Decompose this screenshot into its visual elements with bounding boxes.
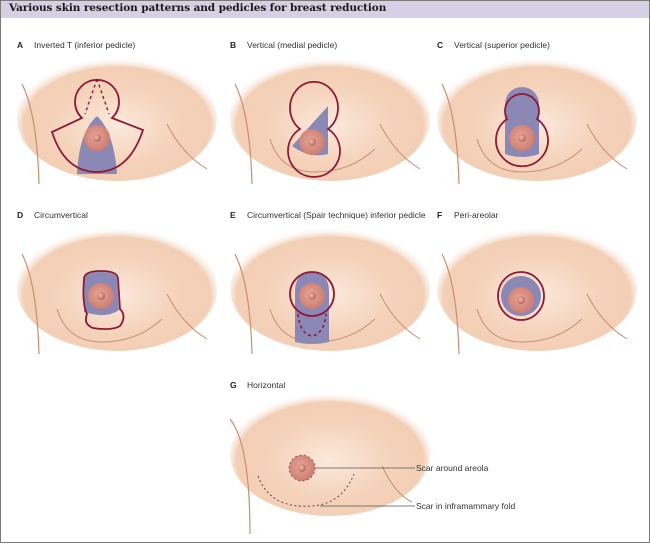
resection-outline	[289, 271, 335, 317]
panel-g: G Horizontal Scar around areola Scar in …	[230, 380, 630, 540]
nipple	[308, 292, 316, 300]
panel-e: E Circumvertical (Spair technique) infer…	[230, 210, 430, 370]
nipple	[517, 296, 525, 304]
fold-sutures	[257, 473, 355, 507]
breast-skin	[230, 57, 430, 181]
panel-a: A Inverted T (inferior pedicle)	[17, 40, 217, 200]
panel-letter: D	[17, 210, 24, 220]
nipple	[298, 464, 306, 472]
fold-contour	[269, 138, 376, 173]
resection-outline	[50, 79, 145, 173]
spair-illustration	[230, 227, 430, 355]
panel-letter: B	[230, 40, 237, 50]
vertical-superior-illustration	[437, 57, 637, 185]
figure-header: Various skin resection patterns and pedi…	[0, 0, 650, 18]
resection-outline	[497, 271, 545, 321]
panel-letter: G	[230, 380, 237, 390]
callout-fold-scar: Scar in inframammary fold	[416, 501, 516, 511]
panel-caption: Horizontal	[247, 380, 286, 390]
chest-contour	[441, 83, 460, 185]
chest-contour	[21, 83, 40, 185]
body-contour	[381, 465, 413, 503]
resection-outline	[82, 270, 125, 331]
nipple	[93, 134, 101, 142]
chest-contour	[230, 418, 251, 535]
chest-contour	[234, 83, 253, 185]
breast-skin	[230, 227, 430, 351]
nipple	[518, 134, 526, 142]
chest-contour	[234, 253, 253, 355]
panel-caption: Inverted T (inferior pedicle)	[34, 40, 136, 50]
body-contour	[379, 123, 421, 170]
panel-letter: C	[437, 40, 444, 50]
panel-d: D Circumvertical	[17, 210, 217, 370]
panel-caption: Vertical (medial pedicle)	[247, 40, 338, 50]
body-contour	[166, 123, 208, 170]
vertical-medial-illustration	[230, 57, 430, 185]
body-contour	[379, 293, 421, 340]
horizontal-illustration	[230, 394, 430, 535]
resection-outline	[495, 93, 549, 168]
panel-letter: F	[437, 210, 443, 220]
fold-contour	[476, 308, 583, 343]
panel-f: F Peri-areolar	[437, 210, 642, 370]
chest-contour	[441, 253, 460, 355]
callout-areola-scar: Scar around areola	[416, 463, 489, 473]
panel-c: C Vertical (superior pedicle)	[437, 40, 642, 200]
circumvertical-illustration	[17, 227, 217, 355]
panel-letter: A	[17, 40, 24, 50]
panel-caption: Vertical (superior pedicle)	[454, 40, 550, 50]
panel-caption: Circumvertical	[34, 210, 88, 220]
body-contour	[586, 123, 628, 170]
resection-outline	[287, 81, 341, 178]
figure-title: Various skin resection patterns and pedi…	[9, 2, 387, 14]
breast-skin	[230, 394, 430, 516]
panel-caption: Circumvertical (Spair technique) inferio…	[247, 210, 426, 220]
body-contour	[586, 293, 628, 340]
panel-letter: E	[230, 210, 236, 220]
body-contour	[166, 293, 208, 340]
chest-contour	[21, 253, 40, 355]
fold-contour	[476, 138, 583, 173]
dashed-line	[84, 78, 110, 115]
inverted-t-illustration	[17, 57, 217, 185]
nipple	[308, 138, 316, 146]
panel-b: B Vertical (medial pedicle)	[230, 40, 430, 200]
panel-caption: Peri-areolar	[454, 210, 499, 220]
fold-contour	[56, 308, 163, 343]
nipple	[97, 292, 105, 300]
peri-areolar-illustration	[437, 227, 637, 355]
